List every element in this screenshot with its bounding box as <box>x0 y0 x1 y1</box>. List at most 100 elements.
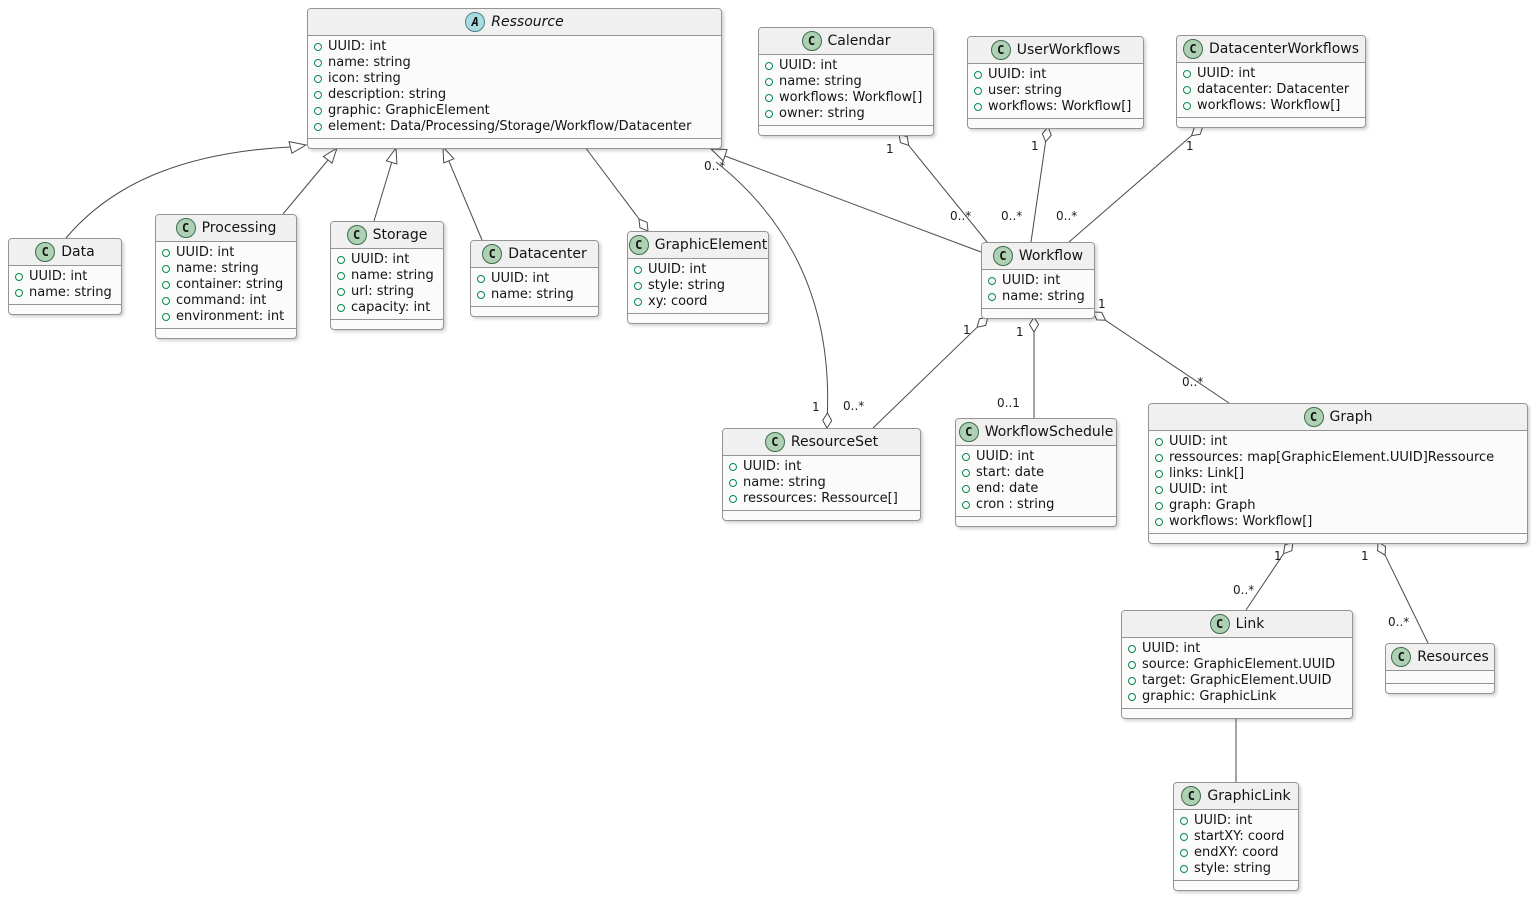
aggregation-diamond <box>1282 541 1294 555</box>
visibility-icon <box>337 304 345 312</box>
class-icon: C <box>175 218 196 238</box>
class-icon: C <box>990 40 1011 60</box>
attribute-text: name: string <box>743 475 826 490</box>
class-icon: C <box>1181 786 1202 806</box>
visibility-icon <box>314 75 322 83</box>
inheritance-arrowhead <box>322 146 338 165</box>
edge-datacenter-ressource <box>448 160 483 241</box>
multiplicity-label: 1 <box>812 400 820 414</box>
attribute-row: UUID: int <box>162 245 288 261</box>
attribute-text: name: string <box>491 287 574 302</box>
attribute-row: style: string <box>634 278 760 294</box>
attribute-row: UUID: int <box>1180 813 1290 829</box>
visibility-icon <box>729 479 737 487</box>
abstract-class-icon: A <box>465 12 486 32</box>
attribute-text: UUID: int <box>351 252 410 267</box>
multiplicity-label: 0..* <box>843 399 865 413</box>
attribute-text: source: GraphicElement.UUID <box>1142 657 1336 672</box>
attribute-row: UUID: int <box>974 67 1135 83</box>
class-name: Link <box>1235 616 1265 632</box>
visibility-icon <box>162 313 170 321</box>
visibility-icon <box>477 291 485 299</box>
methods-compartment <box>956 517 1116 526</box>
multiplicity-label: 1 <box>886 142 894 156</box>
visibility-icon <box>337 272 345 280</box>
attribute-row: workflows: Workflow[] <box>765 90 925 106</box>
attribute-row: ressources: map[GraphicElement.UUID]Ress… <box>1155 450 1519 466</box>
class-name: GraphicElement <box>654 237 768 253</box>
inheritance-arrowhead <box>288 140 308 154</box>
visibility-icon <box>1128 645 1136 653</box>
edge-graphicelement-ressource <box>584 146 640 220</box>
inheritance-arrowhead <box>709 148 728 162</box>
multiplicity-label: 1 <box>1031 139 1039 153</box>
visibility-icon <box>314 91 322 99</box>
visibility-icon <box>15 273 23 281</box>
visibility-icon <box>1128 677 1136 685</box>
multiplicity-label: 0..* <box>1001 209 1023 223</box>
attribute-text: environment: int <box>176 309 285 324</box>
attribute-row: ressources: Ressource[] <box>729 491 912 507</box>
aggregation-diamond <box>1377 541 1387 557</box>
class-icon: C <box>764 432 785 452</box>
visibility-icon <box>1155 486 1163 494</box>
multiplicity-label: 0..* <box>950 209 972 223</box>
attribute-text: description: string <box>328 87 447 102</box>
edge-storage-ressource <box>373 162 393 222</box>
attribute-text: workflows: Workflow[] <box>1169 514 1313 529</box>
class-name: ResourceSet <box>790 434 879 450</box>
attribute-text: startXY: coord <box>1194 829 1285 844</box>
class-icon: C <box>35 242 56 262</box>
attribute-text: UUID: int <box>29 269 88 284</box>
class-icon: C <box>992 246 1013 266</box>
class-icon: C <box>1209 614 1230 634</box>
attribute-text: UUID: int <box>1169 482 1228 497</box>
visibility-icon <box>962 501 970 509</box>
attribute-row: start: date <box>962 465 1108 481</box>
class-icon: C <box>1303 407 1324 427</box>
edge-workflow-resourceset <box>872 326 978 429</box>
attribute-row: UUID: int <box>988 273 1086 289</box>
methods-compartment <box>156 329 296 338</box>
attribute-text: UUID: int <box>779 58 838 73</box>
class-name: WorkflowSchedule <box>984 424 1114 440</box>
class-icon: C <box>1391 647 1412 667</box>
edge-graph-link <box>1245 553 1285 611</box>
attribute-row: datacenter: Datacenter <box>1183 82 1357 98</box>
attribute-text: name: string <box>328 55 411 70</box>
visibility-icon <box>162 265 170 273</box>
visibility-icon <box>477 275 485 283</box>
aggregation-diamond <box>1028 316 1040 333</box>
methods-compartment <box>723 511 920 520</box>
attribute-row: graphic: GraphicElement <box>314 103 713 119</box>
attribute-text: capacity: int <box>351 300 431 315</box>
class-name: Resources <box>1417 649 1489 665</box>
attribute-row: endXY: coord <box>1180 845 1290 861</box>
visibility-icon <box>962 469 970 477</box>
attribute-text: UUID: int <box>328 39 387 54</box>
attribute-text: UUID: int <box>648 262 707 277</box>
attribute-row: name: string <box>337 268 435 284</box>
attribute-row: UUID: int <box>1128 641 1344 657</box>
visibility-icon <box>729 463 737 471</box>
attribute-row: workflows: Workflow[] <box>974 99 1135 115</box>
attribute-text: element: Data/Processing/Storage/Workflo… <box>328 119 692 134</box>
